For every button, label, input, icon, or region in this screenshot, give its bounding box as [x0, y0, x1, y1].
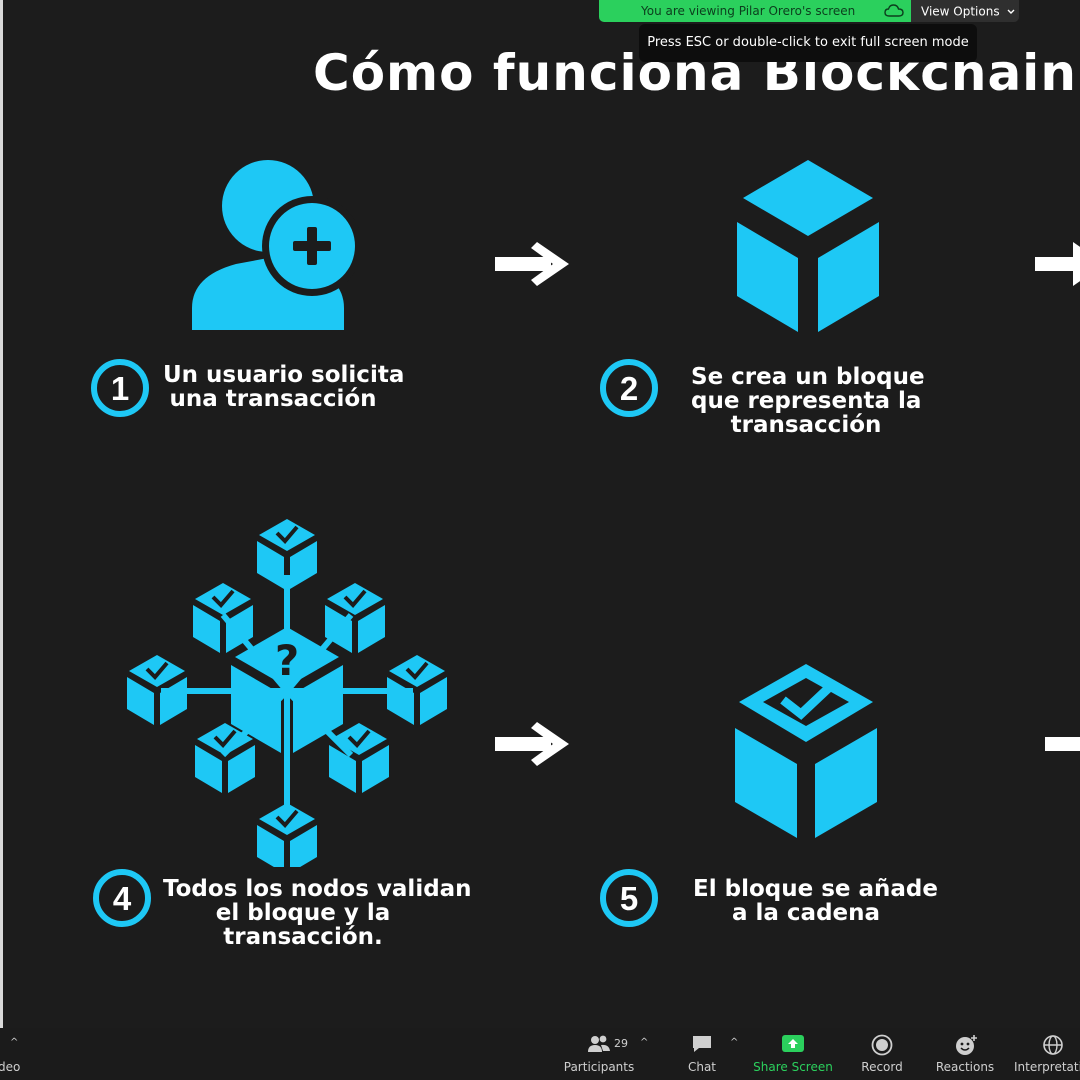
step-number: 2: [620, 370, 638, 407]
user-add-icon: [192, 160, 361, 330]
step-caption: Todos los nodos validan el bloque y la t…: [163, 876, 472, 950]
participants-button[interactable]: 29 Participants: [560, 1028, 638, 1080]
caption-line: a la cadena: [731, 900, 881, 926]
caption-line: transacción.: [223, 924, 383, 950]
viewing-screen-banner: You are viewing Pilar Orero's screen: [599, 0, 911, 22]
participants-options-caret[interactable]: ^: [640, 1037, 649, 1048]
caption-line: Todos los nodos validan: [163, 876, 472, 902]
caption-line: una transacción: [169, 386, 377, 412]
block-cube-icon: [737, 160, 879, 332]
participants-count: 29: [614, 1037, 628, 1050]
chat-label: Chat: [687, 1060, 717, 1074]
reactions-smiley-icon: [956, 1035, 977, 1055]
step-caption: Se crea un bloque que representa la tran…: [691, 364, 925, 438]
shared-slide: Cómo funciona Blockchain: Paso a 1 Un us…: [3, 0, 1080, 1028]
caption-line: que representa la: [691, 388, 922, 414]
step-number-badge: 5: [600, 869, 658, 927]
caption-line: Un usuario solicita: [163, 362, 405, 388]
participants-label: Participants: [563, 1060, 635, 1074]
video-options-caret[interactable]: ^: [10, 1037, 19, 1048]
svg-text:?: ?: [275, 636, 299, 685]
chat-button[interactable]: Chat: [680, 1028, 724, 1080]
share-screen-label: Share Screen: [753, 1060, 833, 1074]
caption-line: El bloque se añade: [693, 876, 938, 902]
chat-options-caret[interactable]: ^: [730, 1037, 739, 1048]
step-number-badge: 4: [93, 869, 151, 927]
chevron-down-icon: [1007, 9, 1015, 14]
caption-line: Se crea un bloque: [691, 364, 925, 390]
chat-bubble-icon: [693, 1036, 711, 1052]
fullscreen-exit-text: Press ESC or double-click to exit full s…: [647, 35, 969, 50]
caption-line: transacción: [730, 412, 882, 438]
share-screen-icon: [782, 1035, 804, 1052]
caption-line: el bloque y la: [215, 900, 391, 926]
window-left-edge: [0, 0, 3, 1028]
interpretation-button[interactable]: Interpretatio: [1010, 1028, 1080, 1080]
node-network-icon: ?: [127, 519, 447, 867]
step-number: 4: [113, 880, 132, 917]
step-number-badge: 1: [91, 359, 149, 417]
cloud-icon: [884, 4, 904, 17]
step-caption: El bloque se añade a la cadena: [693, 876, 938, 926]
video-label: deo: [0, 1060, 21, 1074]
record-icon: [871, 1034, 893, 1056]
reactions-button[interactable]: Reactions: [932, 1028, 998, 1080]
step-caption: Un usuario solicita una transacción: [163, 362, 405, 412]
share-screen-button[interactable]: Share Screen: [752, 1028, 834, 1080]
view-options-label: View Options: [921, 4, 1000, 19]
fullscreen-exit-tooltip: Press ESC or double-click to exit full s…: [639, 24, 977, 62]
record-button[interactable]: Record: [852, 1028, 912, 1080]
arrow-right-icon: [1045, 737, 1080, 751]
view-options-button[interactable]: View Options: [911, 0, 1019, 22]
arrow-right-icon: [495, 722, 569, 766]
step-number-badge: 2: [600, 359, 658, 417]
step-number: 5: [620, 880, 638, 917]
step-number: 1: [111, 370, 129, 407]
record-label: Record: [861, 1060, 903, 1074]
reactions-label: Reactions: [935, 1060, 995, 1074]
video-button[interactable]: ^ deo: [0, 1028, 26, 1080]
participants-icon: [588, 1035, 610, 1052]
arrow-right-icon: [495, 242, 569, 286]
globe-icon: [1043, 1035, 1063, 1055]
interpretation-label: Interpretatio: [1014, 1060, 1080, 1074]
validated-block-icon: [735, 664, 877, 838]
meeting-toolbar: ^ deo 29 Participants ^ Chat ^ Share Scr…: [0, 1028, 1080, 1080]
viewing-screen-text: You are viewing Pilar Orero's screen: [641, 4, 856, 18]
arrow-right-icon: [1035, 242, 1080, 286]
